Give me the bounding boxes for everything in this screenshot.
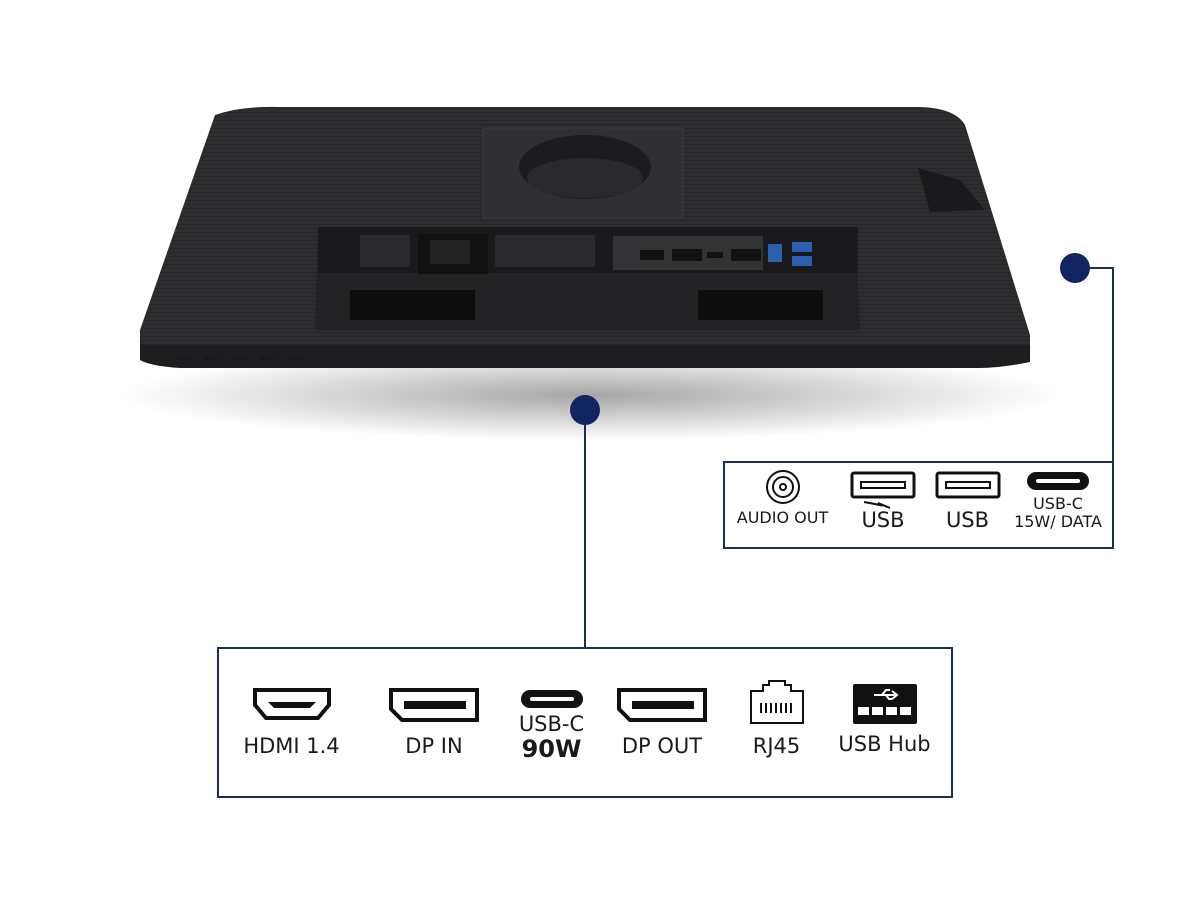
usb-a-icon [935, 471, 1000, 499]
port-dp-out: DP OUT [607, 687, 717, 758]
port-hdmi: HDMI 1.4 [234, 687, 349, 758]
displayport-in-icon [389, 688, 479, 722]
port-audio-out: AUDIO OUT [730, 469, 835, 527]
port-usb-hub: USB Hub [832, 683, 937, 756]
port-usb-c-15w: USB-C 15W/ DATA [1003, 471, 1113, 530]
displayport-out-icon [617, 688, 707, 722]
usb-charging-icon [850, 471, 916, 509]
port-label: DP OUT [621, 734, 703, 758]
port-rj45: RJ45 [729, 679, 824, 758]
port-dp-in: DP IN [379, 687, 489, 758]
port-label: USB [861, 508, 905, 532]
port-usb-charging: USB [843, 471, 923, 532]
callout-dot-side [1060, 253, 1090, 283]
audio-jack-icon [765, 470, 800, 504]
usb-hub-icon [852, 684, 917, 724]
hdmi-port [640, 250, 664, 260]
monitor-back [140, 106, 1030, 368]
side-ports-callout: AUDIO OUT USB USB USB-C 15W/ DATA [723, 461, 1114, 549]
rear-ports-callout: HDMI 1.4 DP IN USB-C 90W DP OUT RJ45 USB… [217, 647, 953, 798]
port-sublabel: 90W [521, 735, 582, 764]
port-label: USB-C [518, 712, 585, 736]
port-usb: USB [930, 471, 1005, 532]
usb-c-icon [1027, 472, 1089, 490]
port-usb-c-90w: USB-C 90W [504, 689, 599, 762]
callout-dot-rear [570, 395, 600, 425]
port-label: HDMI 1.4 [243, 734, 340, 758]
rj45-icon [749, 680, 804, 724]
port-label: USB Hub [838, 732, 931, 756]
port-label: AUDIO OUT [736, 508, 829, 527]
power-socket [430, 240, 470, 264]
usb-c-icon [520, 690, 583, 708]
port-label: DP IN [405, 734, 463, 758]
port-sublabel: 15W/ DATA [1014, 511, 1102, 531]
hdmi-icon [252, 688, 331, 720]
port-label: USB-C [1033, 494, 1083, 513]
monitor-shadow [120, 350, 1060, 440]
port-label: USB [945, 508, 990, 532]
port-label: RJ45 [752, 734, 801, 758]
